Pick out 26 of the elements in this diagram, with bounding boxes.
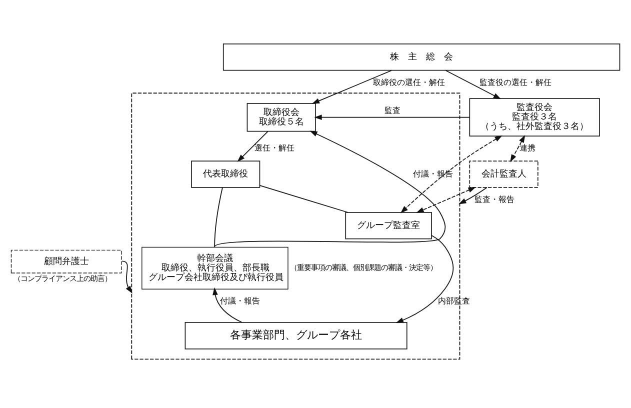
connector [214,186,223,247]
cluster [131,92,460,360]
node-box: 代表取締役 [191,160,260,188]
arrow [212,286,242,322]
node-box: 顧問弁護士 [10,249,122,273]
arrow [445,70,502,99]
arrow [416,186,476,212]
node-label: （コンプライアンス上の助言） [13,274,112,283]
arrow [314,114,470,120]
node-label: （重要事項の審議、個別課題の審議・決定等） [290,262,438,272]
connector [259,184,348,212]
arrow [237,130,268,162]
arrow [458,186,488,204]
arrow [122,260,132,294]
arrow [312,70,392,104]
arrow [396,234,454,322]
arrow [400,134,502,213]
node-box: 各事業部門、グループ各社 [184,322,408,349]
node-box: 会計監査人 [469,160,538,188]
arrow [510,134,526,162]
arrow [214,130,446,247]
node-box: 取締役会 取締役５名 [246,102,316,132]
node-box: 監査役会 監査役３名 （うち、社外監査役３名） [469,98,600,136]
node-box: 幹部会議 取締役、執行役員、部長職 グループ会社取締役及び執行役員 [142,246,288,289]
node-box: 株 主 総 会 [222,43,620,70]
node-box: グループ監査室 [345,211,432,239]
